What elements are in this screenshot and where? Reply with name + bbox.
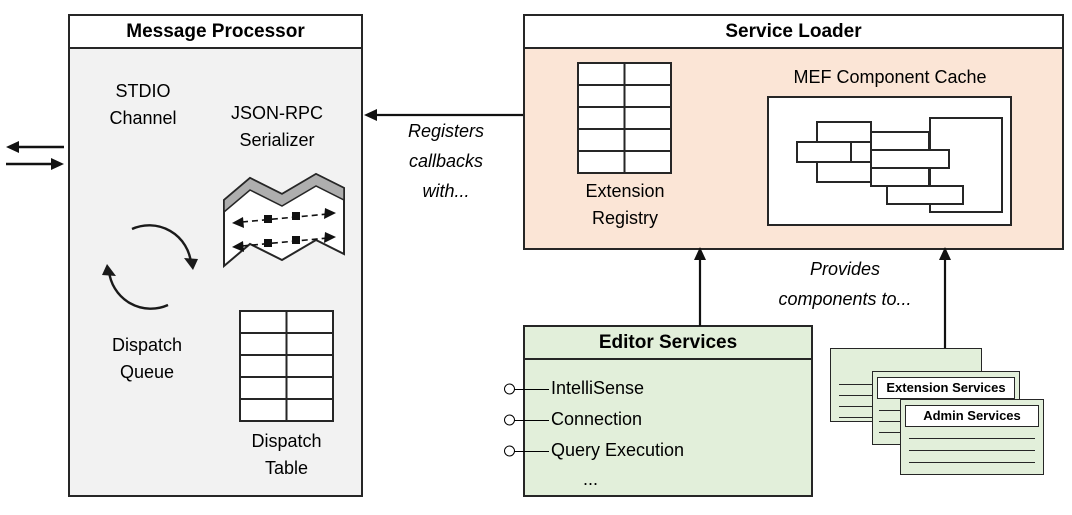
service-item-intellisense: IntelliSense	[513, 373, 811, 404]
extension-registry-icon	[577, 62, 672, 174]
dispatch-table-label: Dispatch Table	[251, 431, 322, 478]
mef-components-icon	[796, 117, 1003, 213]
registers-callbacks-arrow	[364, 109, 523, 121]
service-card-admin-services: Admin Services	[900, 399, 1044, 475]
text-line	[839, 384, 879, 385]
service-loader-title: Service Loader	[525, 16, 1062, 49]
mef-component-cache-label: MEF Component Cache	[793, 67, 987, 87]
editor-services-box: Editor Services IntelliSense Connection …	[513, 325, 813, 497]
json-rpc-serializer-label: JSON-RPC Serializer	[230, 103, 323, 150]
extension-registry-label: Extension Registry	[585, 181, 665, 228]
text-line	[909, 438, 1035, 439]
editor-services-list: IntelliSense Connection Query Execution …	[513, 373, 811, 492]
registers-callbacks-annotation: Registers callbacks with...	[407, 121, 485, 201]
dispatch-queue-label: Dispatch Queue	[111, 335, 183, 382]
text-line	[879, 421, 901, 422]
text-line	[909, 450, 1035, 451]
admin-services-title: Admin Services	[905, 405, 1039, 427]
dispatch-queue-cycle-icon	[102, 224, 198, 310]
stdio-bidirectional-arrows	[6, 141, 64, 170]
text-line	[839, 406, 879, 407]
mef-component-cache-box	[767, 96, 1012, 226]
provides-components-annotation: Provides components to...	[778, 259, 912, 309]
editor-services-to-loader-arrow	[694, 247, 706, 326]
service-item-ellipsis: ...	[583, 468, 599, 489]
text-line	[909, 462, 1035, 463]
editor-services-title: Editor Services	[525, 327, 811, 360]
service-item-connection: Connection	[513, 404, 811, 435]
text-line	[839, 395, 879, 396]
stdio-channel-label: STDIO Channel	[109, 81, 177, 128]
message-processor-title: Message Processor	[70, 16, 361, 49]
services-stack-to-loader-arrow	[939, 247, 951, 348]
message-processor-box: Message Processor STDIO Channel JSON-RPC…	[68, 14, 363, 497]
text-line	[879, 432, 901, 433]
service-item-query-execution: Query Execution	[513, 435, 811, 466]
dispatch-table-icon	[239, 310, 334, 422]
extension-services-title: Extension Services	[877, 377, 1015, 399]
text-line	[839, 417, 879, 418]
text-line	[879, 410, 901, 411]
service-loader-box: Service Loader Extension Registry MEF Co…	[523, 14, 1064, 250]
serializer-ribbon-icon	[223, 172, 345, 269]
